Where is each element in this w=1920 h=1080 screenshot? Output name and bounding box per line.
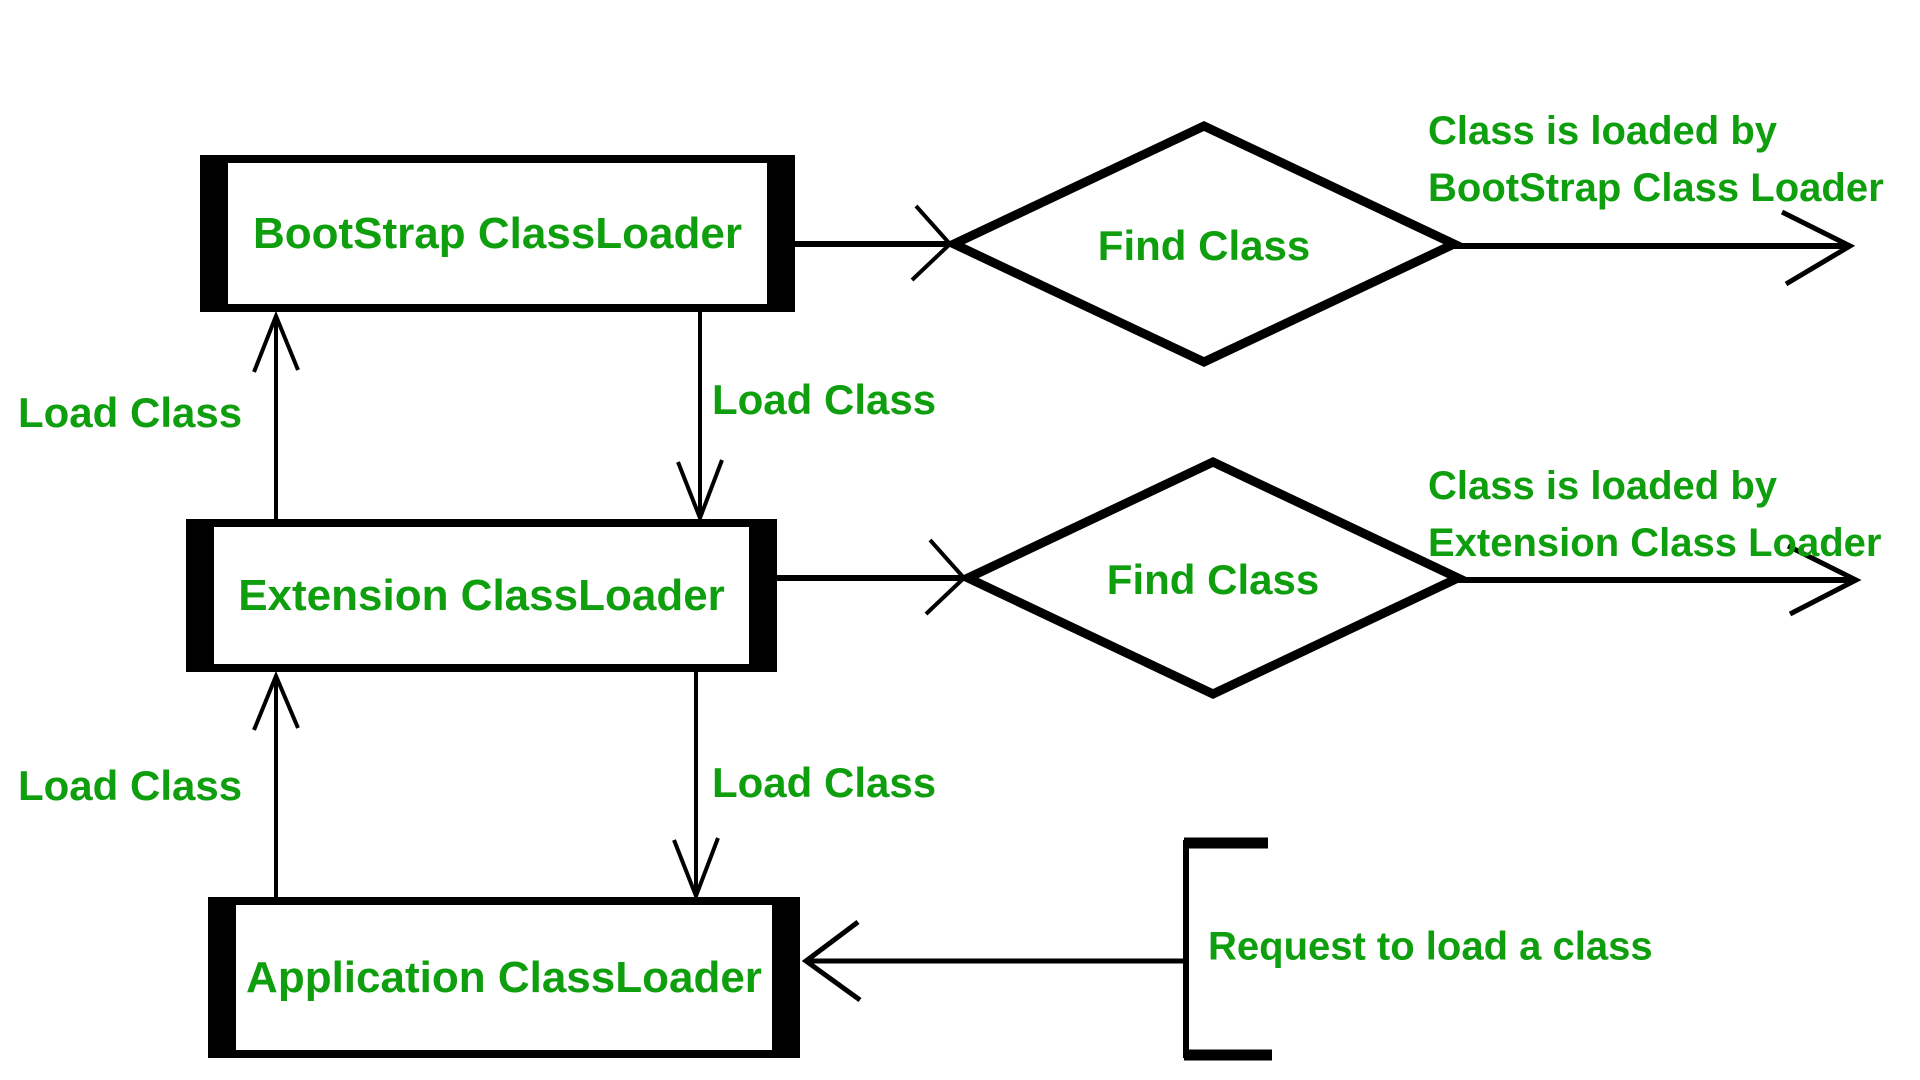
bootstrap-classloader-box: BootStrap ClassLoader bbox=[200, 155, 795, 312]
request-to-load-label: Request to load a class bbox=[1208, 924, 1653, 969]
find-class-label-1: Find Class bbox=[1097, 222, 1311, 269]
load-class-label-down-2: Load Class bbox=[712, 759, 937, 806]
bootstrap-result-caption-line2: BootStrap Class Loader bbox=[1428, 166, 1884, 210]
arrow-extension-to-bootstrap-head-icon bbox=[252, 310, 300, 373]
arrow-find2-result-head-icon bbox=[1786, 543, 1862, 617]
application-classloader-box-face: Application ClassLoader bbox=[236, 905, 772, 1050]
arrow-find1-result-head-icon bbox=[1780, 209, 1856, 287]
bootstrap-classloader-box-face: BootStrap ClassLoader bbox=[228, 163, 767, 304]
load-class-label-up-1: Load Class bbox=[18, 389, 243, 436]
load-class-label-down-1: Load Class bbox=[712, 376, 937, 423]
application-classloader-label: Application ClassLoader bbox=[246, 952, 762, 1002]
extension-classloader-box-face: Extension ClassLoader bbox=[214, 527, 749, 664]
extension-classloader-label: Extension ClassLoader bbox=[238, 570, 725, 620]
extension-result-caption-line1: Class is loaded by bbox=[1428, 464, 1778, 508]
bootstrap-result-caption-line1: Class is loaded by bbox=[1428, 109, 1778, 153]
find-class-label-2: Find Class bbox=[1106, 556, 1320, 603]
extension-result-caption-line2: Extension Class Loader bbox=[1428, 521, 1882, 565]
bootstrap-result-caption: Class is loaded by BootStrap Class Loade… bbox=[1428, 103, 1884, 217]
arrow-bootstrap-to-extension-head-icon bbox=[676, 459, 724, 524]
bootstrap-classloader-label: BootStrap ClassLoader bbox=[253, 208, 742, 258]
arrow-extension-to-application-head-icon bbox=[672, 837, 720, 902]
application-classloader-box: Application ClassLoader bbox=[208, 897, 800, 1058]
extension-result-caption: Class is loaded by Extension Class Loade… bbox=[1428, 458, 1881, 572]
load-class-label-up-2: Load Class bbox=[18, 762, 243, 809]
arrow-request-to-application-head-icon bbox=[801, 920, 862, 1003]
extension-classloader-box: Extension ClassLoader bbox=[186, 519, 777, 672]
arrow-application-to-extension-head-icon bbox=[252, 670, 300, 731]
